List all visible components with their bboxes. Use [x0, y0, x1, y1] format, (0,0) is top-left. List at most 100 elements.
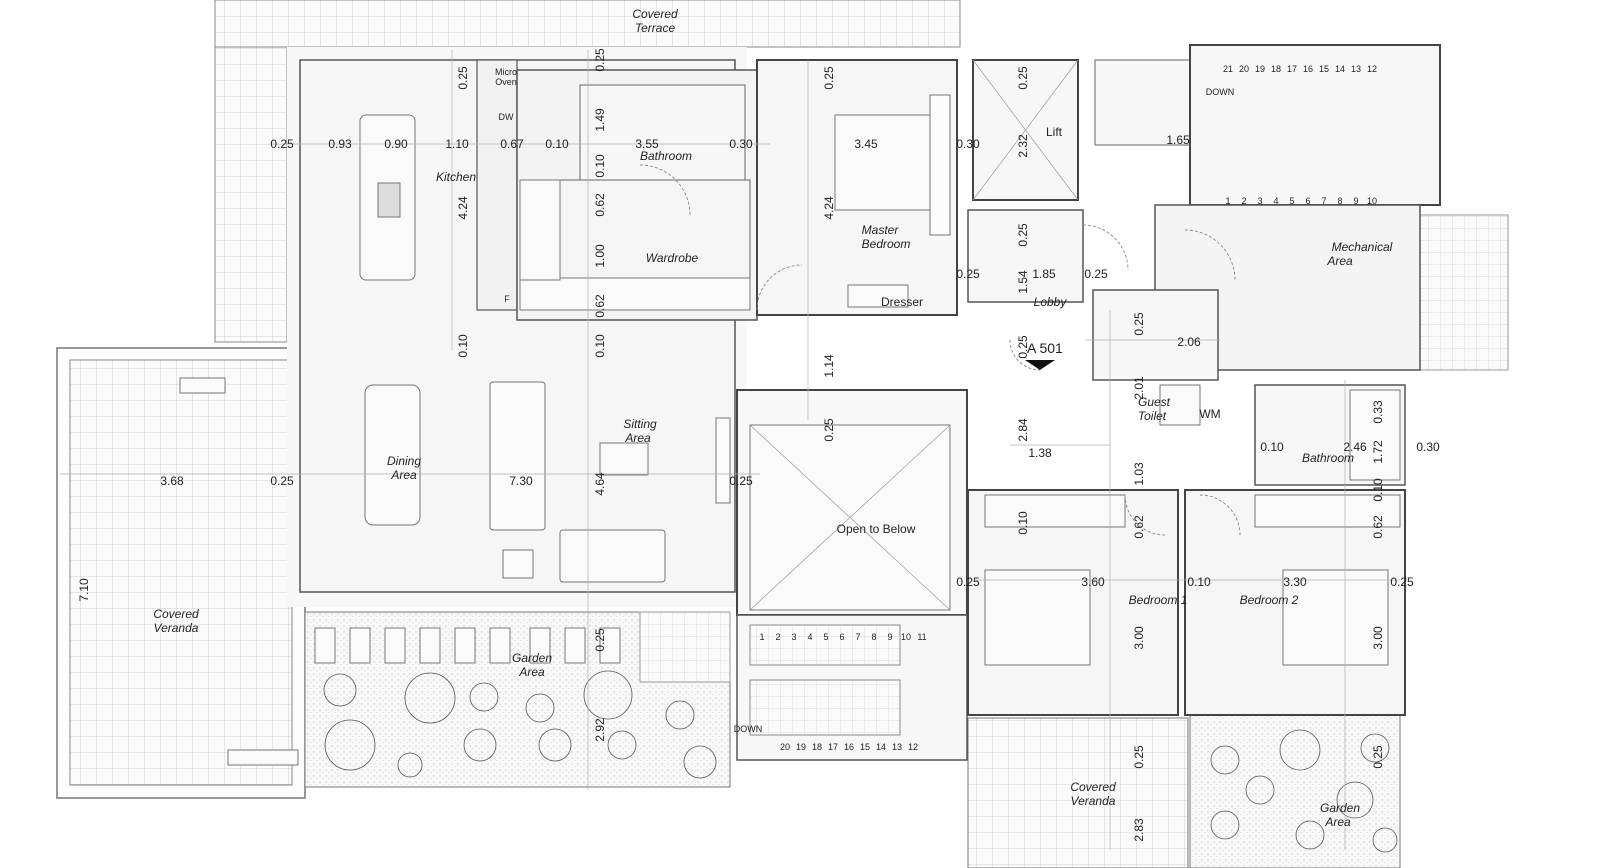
- label-sitting-area-2: Area: [624, 431, 651, 445]
- dim-201: 2.01: [1132, 376, 1146, 400]
- dim-062-b: 0.62: [593, 294, 607, 318]
- stair-core-top: [1189, 44, 1441, 206]
- dim-025-v: 0.25: [270, 474, 294, 488]
- label-sitting-area-1: Sitting: [623, 417, 657, 431]
- dim-464: 4.64: [593, 472, 607, 496]
- stair-step-number: 6: [839, 632, 844, 642]
- dim-010-f: 0.10: [1371, 478, 1385, 502]
- label-dresser: Dresser: [881, 295, 923, 309]
- sofa-bottom: [559, 529, 666, 583]
- dim-033: 0.33: [1371, 400, 1385, 424]
- ottoman: [502, 549, 534, 579]
- stair-step-number: 17: [828, 742, 838, 752]
- mechanical-area-grid: [1419, 214, 1509, 371]
- stair-step-number: 20: [1239, 64, 1249, 74]
- label-mechanical-area-2: Area: [1326, 254, 1353, 268]
- stair-step-number: 2: [775, 632, 780, 642]
- bedroom-1-bed: [984, 569, 1091, 666]
- dim-138: 1.38: [1028, 446, 1052, 460]
- label-open-to-below: Open to Below: [837, 522, 916, 536]
- dim-206: 2.06: [1177, 335, 1201, 349]
- stair-step-number: 14: [876, 742, 886, 752]
- bedroom-2-bed: [1282, 569, 1389, 666]
- stair-step-number: 7: [855, 632, 860, 642]
- dim-424-b: 4.24: [822, 196, 836, 220]
- stair-step-number: 8: [1337, 196, 1342, 206]
- garden-tiles-right-of-left-garden: [639, 611, 731, 683]
- stair-step-number: 7: [1321, 196, 1326, 206]
- dim-010-c: 0.10: [593, 334, 607, 358]
- dim-355: 3.55: [635, 137, 659, 151]
- label-covered-veranda-left-2: Veranda: [154, 621, 199, 635]
- garden-left-planters: [314, 627, 621, 664]
- stair-step-number: 4: [807, 632, 812, 642]
- stair-step-number: 19: [796, 742, 806, 752]
- dim-062-d: 0.62: [1371, 515, 1385, 539]
- label-f: F: [504, 294, 510, 304]
- garden-right-trees: [1210, 729, 1398, 853]
- kitchen-counter-block: [476, 59, 518, 311]
- label-wardrobe: Wardrobe: [646, 251, 699, 265]
- label-garden-area-right-2: Area: [1324, 815, 1351, 829]
- stair-step-number: 5: [1289, 196, 1294, 206]
- dim-030-b: 0.30: [956, 137, 980, 151]
- wm-unit: [1159, 384, 1201, 426]
- dim-025-os: 0.25: [822, 418, 836, 442]
- label-mechanical-area-1: Mechanical: [1332, 240, 1393, 254]
- dim-030-c: 0.30: [1416, 440, 1440, 454]
- stair-step-number: 16: [844, 742, 854, 752]
- dim-025-cv: 0.25: [1132, 745, 1146, 769]
- stair-step-number: 21: [1223, 64, 1233, 74]
- dim-172: 1.72: [1371, 440, 1385, 464]
- dim-025-top2: 0.25: [593, 48, 607, 72]
- label-guest-toilet-1: Guest: [1138, 395, 1171, 409]
- label-garden-area-left-2: Area: [518, 665, 545, 679]
- label-kitchen: Kitchen: [436, 170, 476, 184]
- dim-067: 0.67: [500, 137, 524, 151]
- dim-025-g: 0.25: [593, 628, 607, 652]
- guest-toilet-room: [1092, 289, 1219, 381]
- label-covered-veranda-bottom-1: Covered: [1070, 780, 1116, 794]
- dim-030-a: 0.30: [729, 137, 753, 151]
- stair-step-number: 1: [1225, 196, 1230, 206]
- covered-terrace-area: [214, 0, 961, 48]
- dim-025-top4: 0.25: [1016, 66, 1030, 90]
- covered-veranda-bottom-area: [967, 717, 1189, 868]
- dim-025-top3: 0.25: [822, 66, 836, 90]
- dim-360: 3.60: [1081, 575, 1105, 589]
- label-covered-veranda-bottom-2: Veranda: [1071, 794, 1116, 808]
- dim-154: 1.54: [1016, 270, 1030, 294]
- stair-step-number: 10: [1367, 196, 1377, 206]
- stair-step-number: 18: [812, 742, 822, 752]
- lobby-room: [967, 209, 1084, 303]
- dim-025-s: 0.25: [729, 474, 753, 488]
- stair-step-number: 15: [1319, 64, 1329, 74]
- stair-step-number: 17: [1287, 64, 1297, 74]
- dim-368: 3.68: [160, 474, 184, 488]
- parking-block: [1094, 59, 1191, 146]
- dim-025-l3: 0.25: [1084, 267, 1108, 281]
- stair-step-number: 4: [1273, 196, 1278, 206]
- stair-step-number: 12: [1367, 64, 1377, 74]
- stair-step-number: 9: [1353, 196, 1358, 206]
- dim-090: 0.90: [384, 137, 408, 151]
- dim-025-gr: 0.25: [1371, 745, 1385, 769]
- dim-300-a: 3.00: [1132, 626, 1146, 650]
- tv-unit: [715, 417, 731, 504]
- dim-025-l2: 0.25: [956, 267, 980, 281]
- stair-step-number: 2: [1241, 196, 1246, 206]
- dim-292: 2.92: [593, 718, 607, 742]
- dim-010-d: 0.10: [456, 334, 470, 358]
- dresser: [847, 284, 909, 308]
- dim-103: 1.03: [1132, 462, 1146, 486]
- label-lobby: Lobby: [1034, 295, 1068, 309]
- label-garden-area-right-1: Garden: [1320, 801, 1360, 815]
- stair-step-number: 18: [1271, 64, 1281, 74]
- stair-step-number: 12: [908, 742, 918, 752]
- label-lift: Lift: [1046, 125, 1063, 139]
- dim-010-e: 0.10: [1260, 440, 1284, 454]
- dim-730: 7.30: [509, 474, 533, 488]
- label-micro-oven-1: Micro: [495, 67, 517, 77]
